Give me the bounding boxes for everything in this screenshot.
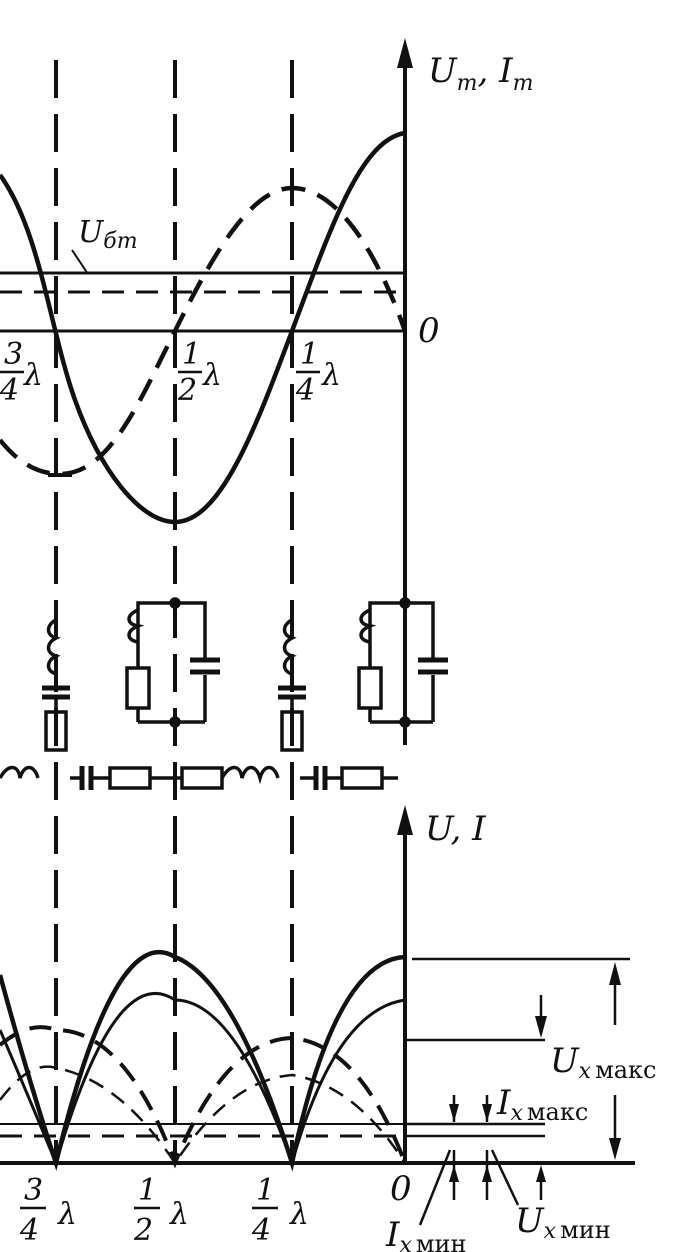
top-origin-label: 0 (418, 311, 440, 351)
bottom-axis-arrow (397, 805, 413, 835)
ub-leader (71, 249, 89, 275)
parallel-circuit-half (125, 597, 220, 745)
svg-text:2: 2 (133, 1213, 153, 1248)
svg-text:λ: λ (289, 1197, 309, 1232)
inductor-icon (220, 765, 280, 785)
inductor-icon (0, 765, 40, 779)
voltage-amplitude-curve (0, 130, 406, 525)
parallel-circuit-zero (357, 597, 448, 728)
series-circuit-three-quarter (42, 618, 70, 752)
top-marker-three-quarter: 3 4 λ (0, 337, 43, 408)
svg-text:3: 3 (4, 337, 23, 372)
resistor-icon (340, 766, 384, 790)
voltage-envelope-thin (0, 991, 406, 1168)
top-axis-label: Um, Im (428, 51, 533, 96)
svg-text:1: 1 (300, 337, 319, 372)
bottom-origin-label: 0 (390, 1169, 412, 1209)
inductor-icon (46, 618, 61, 676)
series-circuit-quarter (278, 618, 306, 752)
current-envelope-thin (0, 1065, 407, 1166)
svg-text:1: 1 (182, 337, 201, 372)
svg-text:λ: λ (23, 358, 43, 393)
inductor-icon (127, 608, 145, 644)
svg-text:1: 1 (138, 1173, 157, 1208)
resistor-icon (44, 710, 68, 752)
svg-text:λ: λ (57, 1197, 77, 1232)
svg-text:3: 3 (24, 1173, 43, 1208)
resistor-icon (108, 766, 152, 790)
top-marker-half: 1 2 λ (177, 337, 222, 408)
equivalent-circuits (0, 597, 448, 790)
svg-text:λ: λ (202, 358, 222, 393)
svg-text:2: 2 (177, 373, 197, 408)
top-axis-arrow (397, 38, 413, 68)
resistor-icon (280, 710, 304, 752)
top-marker-quarter: 1 4 λ (295, 337, 341, 408)
current-envelope-max (0, 1025, 407, 1169)
ub-label: Uбm (78, 215, 138, 254)
svg-text:1: 1 (256, 1173, 275, 1208)
svg-text:4: 4 (19, 1213, 39, 1248)
bottom-marker-half: 1 2 λ (133, 1173, 189, 1248)
inductor-icon (359, 608, 377, 644)
svg-text:λ: λ (321, 358, 341, 393)
bottom-marker-three-quarter: 3 4 λ (19, 1173, 77, 1248)
resistor-icon (125, 666, 151, 710)
bottom-axis-label: U, I (425, 809, 486, 849)
resistor-icon (180, 766, 224, 790)
vertical-guides (54, 60, 294, 1160)
voltage-envelope-max (0, 949, 406, 1172)
svg-text:4: 4 (251, 1213, 271, 1248)
svg-text:4: 4 (295, 373, 315, 408)
resistor-icon (357, 666, 383, 710)
inductor-icon (282, 618, 297, 676)
bottom-marker-quarter: 1 4 λ (251, 1173, 309, 1248)
svg-text:4: 4 (0, 373, 19, 408)
svg-text:λ: λ (169, 1197, 189, 1232)
line-element-row (0, 765, 398, 790)
bottom-plot (0, 805, 635, 1226)
labels: Um, Im 0 Uбm 3 4 λ 1 2 λ 1 4 λ U, I (0, 51, 657, 1252)
